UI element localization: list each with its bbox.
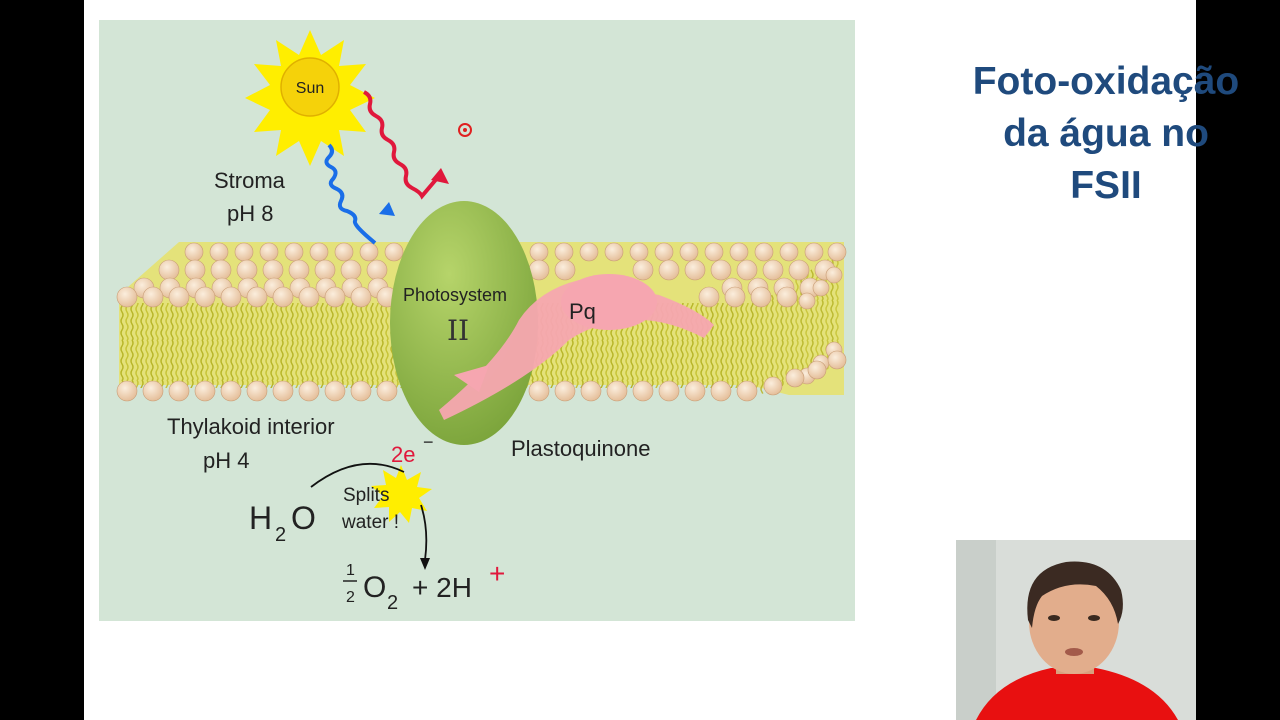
blue-light-wave-icon bbox=[324, 143, 395, 245]
stroma-label: Stroma bbox=[214, 168, 286, 193]
webcam-overlay bbox=[956, 540, 1196, 720]
diagram-svg: Sun Stroma pH 8 Photosystem II Pq Plasto… bbox=[116, 30, 847, 614]
reaction-arrow bbox=[310, 462, 430, 570]
oxygen-sub: 2 bbox=[387, 592, 398, 614]
pq-label: Pq bbox=[569, 299, 596, 324]
electrons-sign: − bbox=[423, 432, 434, 452]
photosystem-label: Photosystem bbox=[403, 285, 507, 305]
slide-title: Foto-oxidação da água no FSII bbox=[946, 56, 1266, 212]
half-denominator: 2 bbox=[346, 589, 355, 606]
stroma-ph: pH 8 bbox=[227, 201, 273, 226]
splits-line2: water ! bbox=[341, 512, 399, 533]
half-numerator: 1 bbox=[346, 562, 355, 579]
interior-label: Thylakoid interior bbox=[167, 414, 335, 439]
split-star-icon bbox=[371, 465, 432, 523]
red-light-wave-icon bbox=[363, 90, 449, 200]
water-o: O bbox=[291, 500, 316, 536]
water-sub: 2 bbox=[275, 524, 286, 546]
interior-ph: pH 4 bbox=[203, 448, 249, 473]
sun-icon bbox=[245, 30, 375, 166]
plastoquinone-label: Plastoquinone bbox=[511, 436, 650, 461]
electrons-label: 2e bbox=[391, 442, 415, 467]
proton-sign: + bbox=[489, 558, 505, 589]
presenter-video bbox=[956, 540, 1196, 720]
title-line-3: FSII bbox=[1070, 164, 1142, 207]
photosystem-numeral: II bbox=[447, 314, 469, 347]
products-rest: + 2H bbox=[412, 572, 472, 603]
photosystem-diagram: Sun Stroma pH 8 Photosystem II Pq Plasto… bbox=[99, 20, 855, 621]
water-h: H bbox=[249, 500, 272, 536]
title-line-2: da água no bbox=[1003, 112, 1209, 155]
title-line-1: Foto-oxidação bbox=[972, 60, 1240, 103]
thylakoid-membrane bbox=[116, 242, 847, 402]
oxygen-o: O bbox=[363, 571, 386, 604]
plastoquinone-path bbox=[439, 274, 714, 420]
cursor-dot-icon bbox=[458, 123, 472, 137]
splits-line1: Splits bbox=[343, 485, 389, 506]
sun-label: Sun bbox=[296, 80, 324, 97]
